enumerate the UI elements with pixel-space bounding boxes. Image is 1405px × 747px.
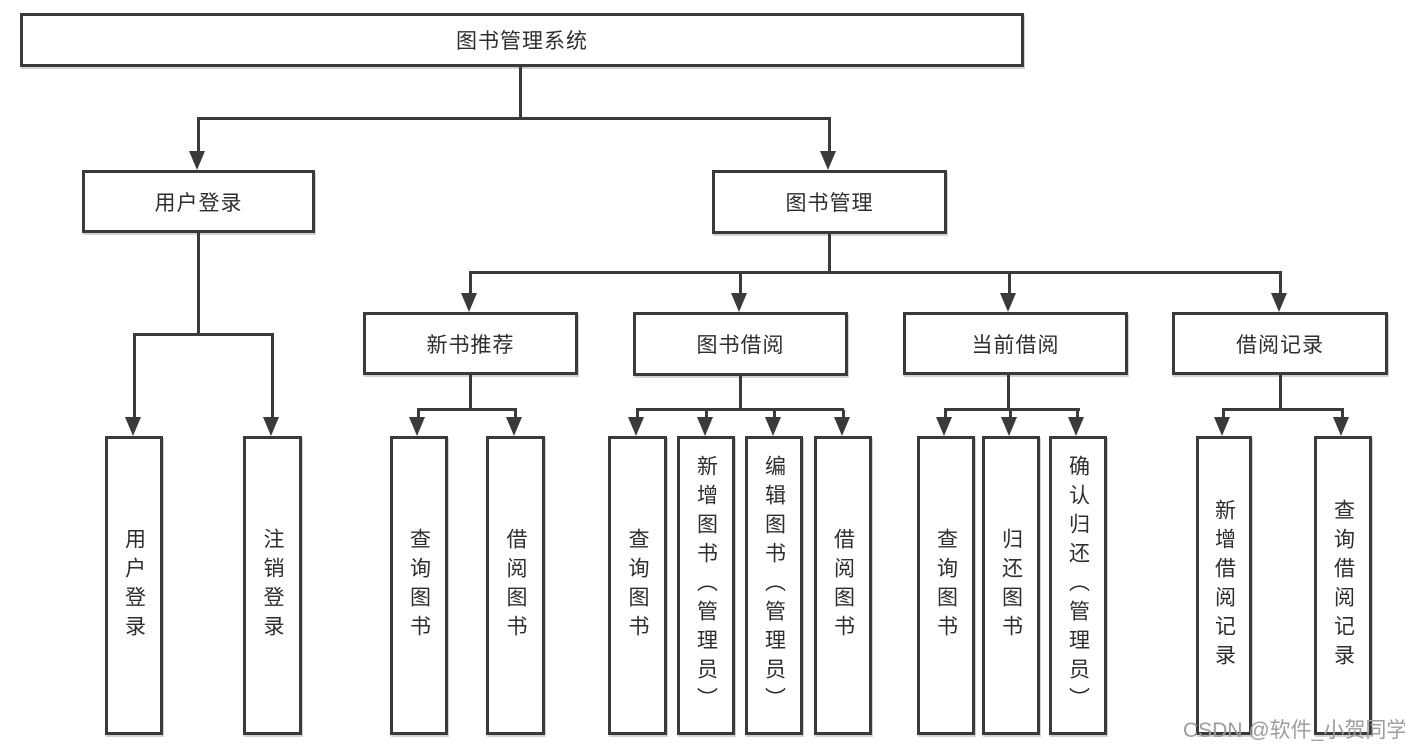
arrow-down xyxy=(1214,417,1230,436)
node-label: 图书管理 xyxy=(785,192,874,215)
csdn-watermark: CSDN @软件_小贺同学 xyxy=(1183,719,1405,742)
node-label: 当前借阅 xyxy=(971,333,1060,357)
connector-line xyxy=(1008,273,1011,294)
leaf-query-borrow-record: 查询借阅记录 xyxy=(1314,436,1372,735)
connector-line xyxy=(1222,410,1225,419)
node-new-book-recommend: 新书推荐 xyxy=(363,312,578,375)
leaf-query-books-recommend: 查询图书 xyxy=(390,436,448,735)
leaf-edit-book-admin: 编辑图书（管理员） xyxy=(745,436,803,735)
leaf-label: 确认归还（管理员） xyxy=(1066,455,1090,716)
connector-line xyxy=(636,410,639,419)
leaf-label: 借阅图书 xyxy=(831,527,855,644)
connector-line xyxy=(469,273,472,294)
node-book-management: 图书管理 xyxy=(712,170,947,234)
leaf-label: 查询图书 xyxy=(626,527,649,644)
leaf-borrow-books-recommend: 借阅图书 xyxy=(486,436,545,735)
connector-line xyxy=(519,67,522,119)
connector-line xyxy=(773,410,776,419)
arrow-down xyxy=(409,417,425,436)
connector-line xyxy=(133,335,136,418)
arrow-down xyxy=(820,151,836,170)
leaf-label: 注销登录 xyxy=(261,527,284,644)
arrow-down xyxy=(189,151,205,170)
arrow-down xyxy=(628,417,644,436)
connector-line xyxy=(133,333,274,336)
leaf-query-books-current: 查询图书 xyxy=(917,436,975,735)
arrow-down xyxy=(731,293,747,312)
connector-line xyxy=(739,273,742,294)
connector-line xyxy=(944,410,947,419)
leaf-label: 用户登录 xyxy=(122,527,146,644)
leaf-confirm-return-admin: 确认归还（管理员） xyxy=(1049,436,1107,735)
connector-line xyxy=(828,234,831,273)
connector-line xyxy=(1279,273,1282,294)
node-label: 用户登录 xyxy=(154,191,243,215)
connector-line xyxy=(514,410,517,419)
leaf-label: 查询借阅记录 xyxy=(1331,498,1355,673)
connector-line xyxy=(739,376,742,409)
leaf-label: 借阅图书 xyxy=(504,527,527,644)
connector-line xyxy=(1222,408,1344,411)
node-label: 新书推荐 xyxy=(426,333,515,357)
arrow-down xyxy=(1001,417,1017,436)
arrow-down xyxy=(1068,417,1084,436)
arrow-down xyxy=(125,417,141,436)
connector-line xyxy=(417,408,517,411)
node-label: 图书借阅 xyxy=(696,334,785,357)
connector-line xyxy=(705,410,708,419)
connector-line xyxy=(636,408,844,411)
node-library-management-system: 图书管理系统 xyxy=(20,13,1024,67)
node-book-borrowing: 图书借阅 xyxy=(633,312,848,376)
connector-line xyxy=(944,408,1080,411)
arrow-down xyxy=(263,417,279,436)
connector-line xyxy=(1341,410,1344,419)
connector-line xyxy=(417,410,420,419)
leaf-user-login: 用户登录 xyxy=(105,436,163,735)
leaf-add-borrow-record: 新增借阅记录 xyxy=(1196,436,1252,735)
connector-line xyxy=(197,119,200,153)
connector-line xyxy=(1007,375,1010,409)
arrow-down xyxy=(506,417,522,436)
connector-line xyxy=(271,335,274,418)
arrow-down xyxy=(697,417,713,436)
leaf-label: 新增借阅记录 xyxy=(1212,498,1236,673)
leaf-return-book: 归还图书 xyxy=(982,436,1040,735)
connector-line xyxy=(197,233,200,335)
connector-line xyxy=(828,119,831,153)
leaf-label: 归还图书 xyxy=(999,527,1023,644)
arrow-down xyxy=(1000,293,1016,312)
leaf-label: 新增图书（管理员） xyxy=(694,455,718,716)
node-user-login: 用户登录 xyxy=(82,170,315,233)
arrow-down xyxy=(936,417,952,436)
node-current-borrowing: 当前借阅 xyxy=(903,312,1128,375)
arrow-down xyxy=(834,417,850,436)
connector-line xyxy=(1076,410,1079,419)
connector-line xyxy=(1009,410,1012,419)
arrow-down xyxy=(461,293,477,312)
leaf-borrow-books-borrowing: 借阅图书 xyxy=(814,436,872,735)
connector-line xyxy=(842,410,845,419)
leaf-label: 查询图书 xyxy=(407,527,431,644)
connector-line xyxy=(197,117,831,120)
leaf-add-book-admin: 新增图书（管理员） xyxy=(677,436,735,735)
node-borrowing-records: 借阅记录 xyxy=(1172,312,1388,375)
connector-line xyxy=(1279,375,1282,409)
connector-line xyxy=(469,271,1282,274)
leaf-logout: 注销登录 xyxy=(243,436,302,735)
arrow-down xyxy=(1333,417,1349,436)
node-label: 借阅记录 xyxy=(1236,333,1324,357)
leaf-label: 查询图书 xyxy=(934,527,958,644)
connector-line xyxy=(469,375,472,409)
arrow-down xyxy=(1271,293,1287,312)
leaf-query-books-borrowing: 查询图书 xyxy=(608,436,667,735)
leaf-label: 编辑图书（管理员） xyxy=(762,455,786,716)
arrow-down xyxy=(765,417,781,436)
node-label: 图书管理系统 xyxy=(456,30,588,53)
